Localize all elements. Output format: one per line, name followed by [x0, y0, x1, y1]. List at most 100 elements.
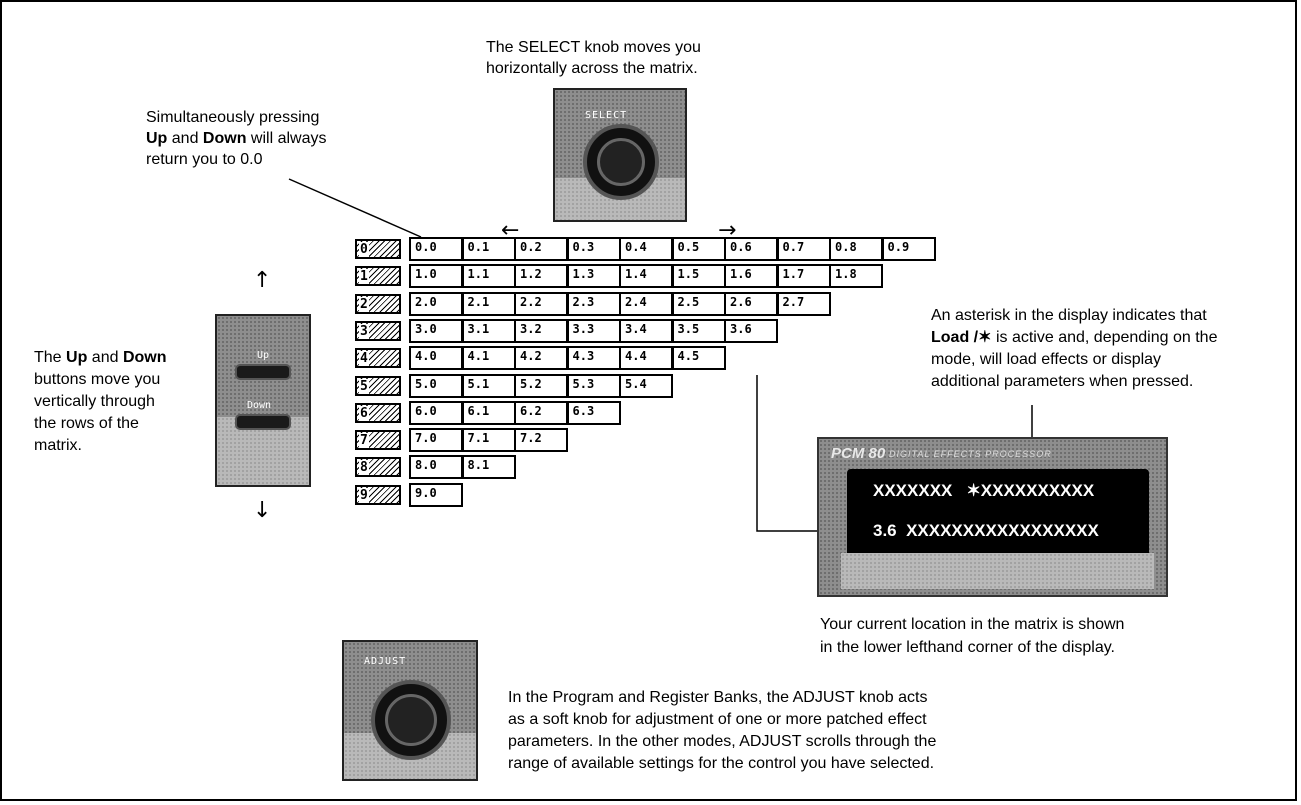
matrix-cell-4-3: 4.3 — [566, 346, 621, 371]
matrix-cell-3-1: 3.1 — [461, 318, 516, 343]
row-header-label: 7 — [359, 433, 369, 449]
row-header-label: 4 — [359, 351, 369, 367]
matrix-cell-5-4: 5.4 — [619, 373, 673, 398]
row-header-label: 9 — [359, 487, 369, 503]
row-header-label: 8 — [359, 460, 369, 476]
matrix-cell-7-1: 7.1 — [461, 428, 516, 453]
display-tagline: DIGITAL EFFECTS PROCESSOR — [889, 449, 1052, 459]
row-header-label: 6 — [359, 405, 369, 421]
matrix-cell-0-9: 0.9 — [881, 237, 936, 261]
matrix-cell-2-3: 2.3 — [566, 291, 621, 316]
adjust-knob-panel: ADJUST — [342, 640, 478, 781]
matrix-cell-1-1: 1.1 — [461, 264, 516, 289]
matrix-cell-3-2: 3.2 — [514, 318, 568, 343]
matrix-cell-0-0: 0.0 — [409, 237, 463, 261]
matrix-cell-5-2: 5.2 — [514, 373, 568, 398]
row-header-8: 8 — [355, 457, 401, 478]
down-arrow: ↓ — [253, 498, 272, 523]
matrix-cell-9-0: 9.0 — [409, 482, 463, 507]
updown-button-panel: Up Down — [215, 314, 311, 487]
adjust-knob-label: ADJUST — [364, 656, 407, 667]
row-header-label: 5 — [359, 378, 369, 394]
location-caption-line2: in the lower lefthand corner of the disp… — [820, 639, 1115, 656]
up-arrow: ↑ — [253, 268, 272, 293]
adjust-knob[interactable] — [371, 680, 451, 760]
row-header-label: 2 — [359, 296, 369, 312]
matrix-cell-1-2: 1.2 — [514, 264, 568, 289]
select-knob-panel: SELECT — [553, 88, 687, 222]
matrix-cell-2-4: 2.4 — [619, 291, 673, 316]
matrix-cell-3-3: 3.3 — [566, 318, 621, 343]
matrix-cell-1-4: 1.4 — [619, 264, 673, 289]
matrix-cell-7-2: 7.2 — [514, 428, 568, 453]
reset-caption-line2: Up and Down will always — [146, 130, 327, 147]
adjust-knob-inner — [385, 694, 437, 746]
matrix-cell-1-3: 1.3 — [566, 264, 621, 289]
row-header-9: 9 — [355, 484, 401, 505]
display-line1: XXXXXXX ✶XXXXXXXXXX — [873, 481, 1095, 500]
left-arrow: ← — [501, 218, 520, 243]
matrix-cell-2-2: 2.2 — [514, 291, 568, 316]
row-header-3: 3 — [355, 320, 401, 341]
asterisk-caption-line1: An asterisk in the display indicates tha… — [931, 307, 1207, 324]
matrix-cell-0-2: 0.2 — [514, 237, 568, 261]
matrix-cell-0-4: 0.4 — [619, 237, 673, 261]
matrix-cell-2-5: 2.5 — [671, 291, 726, 316]
row-header-2: 2 — [355, 293, 401, 314]
matrix-cell-6-0: 6.0 — [409, 400, 463, 425]
matrix-cell-3-0: 3.0 — [409, 318, 463, 343]
asterisk-caption-line3: mode, will load effects or display — [931, 351, 1162, 368]
updown-caption-line2: buttons move you — [34, 371, 161, 388]
row-header-4: 4 — [355, 348, 401, 369]
matrix-cell-6-1: 6.1 — [461, 400, 516, 425]
select-caption-line2: horizontally across the matrix. — [486, 60, 698, 77]
reset-caption-line3: return you to 0.0 — [146, 151, 263, 168]
matrix-cell-0-6: 0.6 — [724, 237, 778, 261]
matrix-cell-1-8: 1.8 — [829, 264, 883, 289]
matrix-cell-3-4: 3.4 — [619, 318, 673, 343]
matrix-cell-3-6: 3.6 — [724, 318, 778, 343]
row-header-1: 1 — [355, 266, 401, 287]
row-header-label: 1 — [359, 269, 369, 285]
down-button-label: Down — [247, 400, 272, 411]
row-header-label: 3 — [359, 323, 369, 339]
matrix-cell-4-1: 4.1 — [461, 346, 516, 371]
pcm80-display-panel: PCM 80 DIGITAL EFFECTS PROCESSOR XXXXXXX… — [817, 437, 1168, 597]
select-knob[interactable] — [583, 124, 659, 200]
select-caption-line1: The SELECT knob moves you — [486, 39, 701, 56]
matrix-cell-0-8: 0.8 — [829, 237, 883, 261]
up-button-label: Up — [257, 350, 270, 361]
matrix-cell-7-0: 7.0 — [409, 428, 463, 453]
display-lower-panel — [841, 553, 1154, 589]
row-header-0: 0 — [355, 239, 401, 259]
matrix-cell-6-3: 6.3 — [566, 400, 621, 425]
matrix-cell-3-5: 3.5 — [671, 318, 726, 343]
right-arrow: → — [718, 218, 737, 243]
matrix-cell-1-7: 1.7 — [776, 264, 831, 289]
matrix-cell-0-3: 0.3 — [566, 237, 621, 261]
row-header-5: 5 — [355, 375, 401, 396]
matrix-cell-4-4: 4.4 — [619, 346, 673, 371]
up-button[interactable] — [235, 364, 291, 380]
reset-caption-line1: Simultaneously pressing — [146, 109, 320, 126]
row-header-7: 7 — [355, 430, 401, 451]
matrix-cell-8-0: 8.0 — [409, 455, 463, 480]
asterisk-caption-line2: Load /✶ is active and, depending on the — [931, 329, 1218, 346]
select-knob-label: SELECT — [585, 110, 628, 121]
row-header-label: 0 — [359, 242, 369, 257]
matrix-cell-0-1: 0.1 — [461, 237, 516, 261]
location-caption-line1: Your current location in the matrix is s… — [820, 616, 1125, 633]
adjust-caption-line4: range of available settings for the cont… — [508, 755, 935, 772]
display-screen: XXXXXXX ✶XXXXXXXXXX 3.6 XXXXXXXXXXXXXXXX… — [847, 469, 1149, 562]
updown-caption-line1: The Up and Down — [34, 349, 167, 366]
matrix-cell-8-1: 8.1 — [461, 455, 516, 480]
matrix-cell-2-6: 2.6 — [724, 291, 778, 316]
row-header-6: 6 — [355, 402, 401, 423]
down-button[interactable] — [235, 414, 291, 430]
matrix-cell-4-2: 4.2 — [514, 346, 568, 371]
matrix-cell-0-5: 0.5 — [671, 237, 726, 261]
updown-caption-line3: vertically through — [34, 393, 155, 410]
matrix-cell-4-5: 4.5 — [671, 346, 726, 371]
